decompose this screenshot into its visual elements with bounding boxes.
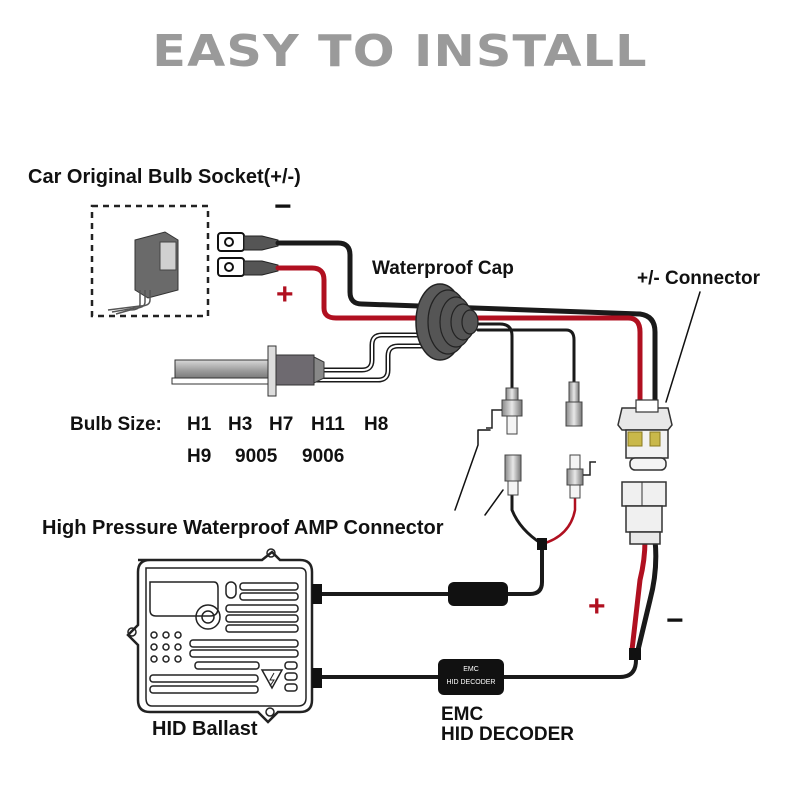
negative-wire-main — [275, 240, 658, 403]
hid-bulb — [171, 345, 325, 397]
decoder-wire — [316, 658, 638, 679]
label-waterproof-cap: Waterproof Cap — [372, 258, 514, 279]
positive-wire-main — [275, 265, 643, 403]
amp-connector-upper-left — [486, 387, 523, 435]
label-bulb-socket: Car Original Bulb Socket(+/-) — [28, 166, 301, 188]
decoder-box-text-1: EMC — [463, 666, 479, 673]
y-junction-sleeve — [537, 538, 547, 550]
connector-pointer-line — [665, 291, 701, 403]
bulb-size-h9: H9 — [187, 446, 212, 467]
ring-terminal-negative — [217, 232, 279, 252]
ballast-amp-wire — [316, 546, 544, 596]
minus-sign-connector: − — [666, 604, 684, 637]
bulb-size-h8: H8 — [364, 414, 389, 435]
socket-plug-icon — [107, 231, 179, 315]
ring-terminal-positive — [217, 257, 279, 277]
wire-junction-sleeve — [629, 648, 641, 660]
polarity-connector-lower — [621, 481, 667, 545]
ballast-slots — [149, 582, 299, 694]
label-hid-ballast: HID Ballast — [152, 718, 258, 740]
amp-connector-lower-left — [504, 454, 522, 496]
bulb-socket-group — [90, 204, 210, 318]
bulb-size-9005: 9005 — [235, 446, 278, 467]
label-bulb-size: Bulb Size: — [70, 414, 162, 435]
label-amp-connector: High Pressure Waterproof AMP Connector — [42, 517, 444, 539]
plus-sign-socket: + — [276, 278, 294, 311]
plus-sign-connector: + — [588, 590, 606, 623]
label-decoder-line1: EMC — [441, 704, 484, 725]
ballast-vent-dots — [150, 631, 182, 663]
y-branch-positive — [540, 496, 577, 546]
minus-sign-socket: − — [274, 190, 292, 223]
negative-lead-lower — [635, 537, 659, 653]
label-connector: +/- Connector — [637, 268, 760, 289]
bulb-size-h1: H1 — [187, 414, 212, 435]
waterproof-cap — [415, 283, 479, 361]
high-voltage-warning-icon — [260, 669, 284, 690]
emc-decoder-box — [438, 659, 504, 695]
bulb-size-h11: H11 — [311, 414, 345, 435]
decoder-box-text-2: HID DECODER — [446, 679, 496, 686]
label-decoder-line2: HID DECODER — [441, 724, 575, 745]
bulb-size-h7: H7 — [269, 414, 294, 435]
socket-dashed-frame — [90, 204, 210, 318]
y-branch-negative — [510, 493, 544, 546]
page-title: EASY TO INSTALL — [152, 26, 648, 77]
hid-ballast — [126, 548, 322, 724]
bulb-size-9006: 9006 — [302, 446, 345, 467]
amp-connector-lower-right — [566, 454, 596, 499]
amp-feed-wire-2 — [476, 328, 576, 384]
amp-pointer-line-2 — [484, 489, 504, 516]
bulb-size-h3: H3 — [228, 414, 253, 435]
inline-filter-block — [448, 582, 508, 606]
amp-connector-upper-right — [565, 381, 583, 427]
amp-feed-wire-1 — [476, 322, 514, 390]
polarity-connector-upper — [617, 399, 673, 471]
amp-pointer-line-1 — [454, 429, 491, 511]
